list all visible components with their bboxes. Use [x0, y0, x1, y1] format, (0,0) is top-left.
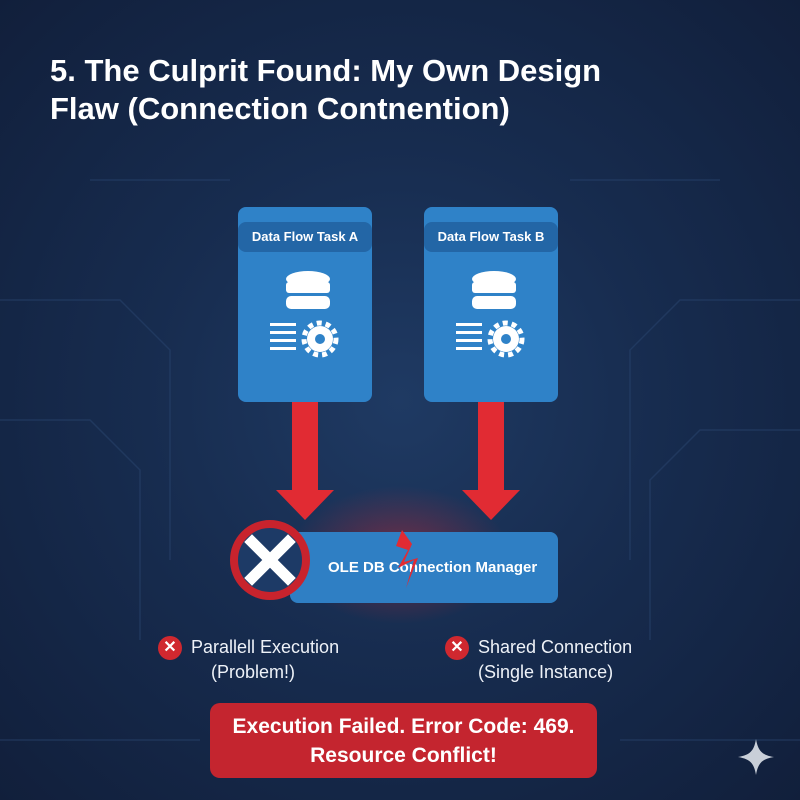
- error-line-1: Execution Failed. Error Code: 469.: [232, 715, 575, 738]
- page-title: 5. The Culprit Found: My Own Design Flaw…: [50, 52, 601, 128]
- x-circle-icon: ✕: [158, 636, 182, 660]
- arrow-a-head: [276, 490, 334, 520]
- error-banner: Execution Failed. Error Code: 469. Resou…: [210, 703, 597, 778]
- task-label: Data Flow Task A: [238, 222, 372, 252]
- error-line-2: Resource Conflict!: [310, 744, 497, 767]
- connection-label: OLE DB Connection Manager: [328, 559, 538, 576]
- failure-x-icon: [230, 520, 310, 600]
- bullet-shared-connection: Shared Connection (Single Instance): [478, 635, 632, 685]
- sparkle-icon: [738, 739, 774, 775]
- data-flow-task-a: Data Flow Task A: [238, 207, 372, 402]
- arrow-b-shaft: [478, 402, 504, 492]
- title-line-1: 5. The Culprit Found: My Own Design: [50, 53, 602, 88]
- x-circle-icon: ✕: [445, 636, 469, 660]
- database-settings-icon: [456, 271, 525, 358]
- database-settings-icon: [270, 271, 339, 358]
- lightning-crack-icon: [396, 530, 418, 588]
- bullet-line-1: Parallell Execution: [191, 637, 340, 657]
- arrow-a-shaft: [292, 402, 318, 492]
- bullet-line-2: (Single Instance): [478, 662, 614, 682]
- title-line-2: Flaw (Connection Contnention): [50, 91, 510, 126]
- arrow-b-head: [462, 490, 520, 520]
- bullet-line-1: Shared Connection: [478, 637, 633, 657]
- bullet-line-2: (Problem!): [211, 662, 296, 682]
- data-flow-task-b: Data Flow Task B: [424, 207, 558, 402]
- bullet-parallel-execution: Parallell Execution (Problem!): [191, 635, 339, 685]
- task-label: Data Flow Task B: [424, 222, 558, 252]
- ole-db-connection-manager: OLE DB Connection Manager: [290, 532, 558, 603]
